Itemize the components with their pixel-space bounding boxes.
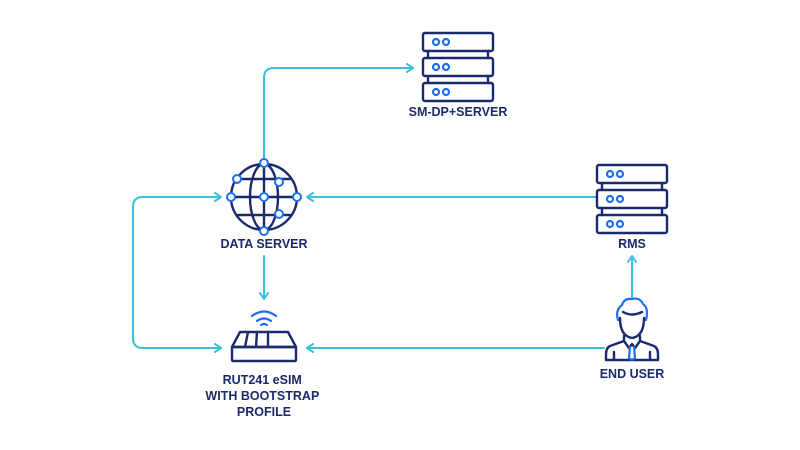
connectors xyxy=(132,63,637,353)
label-smdp-server: SM-DP+SERVER xyxy=(409,105,508,119)
server-rack-icon xyxy=(595,163,669,235)
arrowhead-rms-bottom xyxy=(627,255,637,263)
label-end-user: END USER xyxy=(600,367,665,381)
edge-router-dataserver-loop xyxy=(132,196,221,349)
wifi-icon xyxy=(250,310,278,327)
globe-network-icon xyxy=(226,158,302,236)
node-end-user: END USER xyxy=(600,297,665,381)
node-smdp-server: SM-DP+SERVER xyxy=(409,31,508,119)
label-rms: RMS xyxy=(618,237,646,251)
arrowhead-router-right xyxy=(306,343,314,353)
arrowhead-dataserver-right xyxy=(306,192,314,202)
arrowhead-smdp xyxy=(406,63,414,73)
label-router-line-1: RUT241 eSIM xyxy=(223,373,302,387)
label-router-line-3: PROFILE xyxy=(237,405,291,419)
user-icon xyxy=(604,297,660,362)
server-rack-icon xyxy=(421,31,495,103)
node-rms: RMS xyxy=(595,163,669,251)
arrowhead-router-top xyxy=(259,292,269,300)
label-router-line-2: WITH BOOTSTRAP xyxy=(205,389,319,403)
node-data-server: DATA SERVER xyxy=(220,158,308,251)
label-router: RUT241 eSIM WITH BOOTSTRAP PROFILE xyxy=(205,373,322,419)
arrowhead-dataserver-left xyxy=(214,192,222,202)
label-data-server: DATA SERVER xyxy=(220,237,307,251)
edge-dataserver-to-smdp xyxy=(263,67,413,163)
node-router: RUT241 eSIM WITH BOOTSTRAP PROFILE xyxy=(205,310,322,419)
router-icon xyxy=(230,330,298,363)
arrowhead-router-left xyxy=(214,343,222,353)
